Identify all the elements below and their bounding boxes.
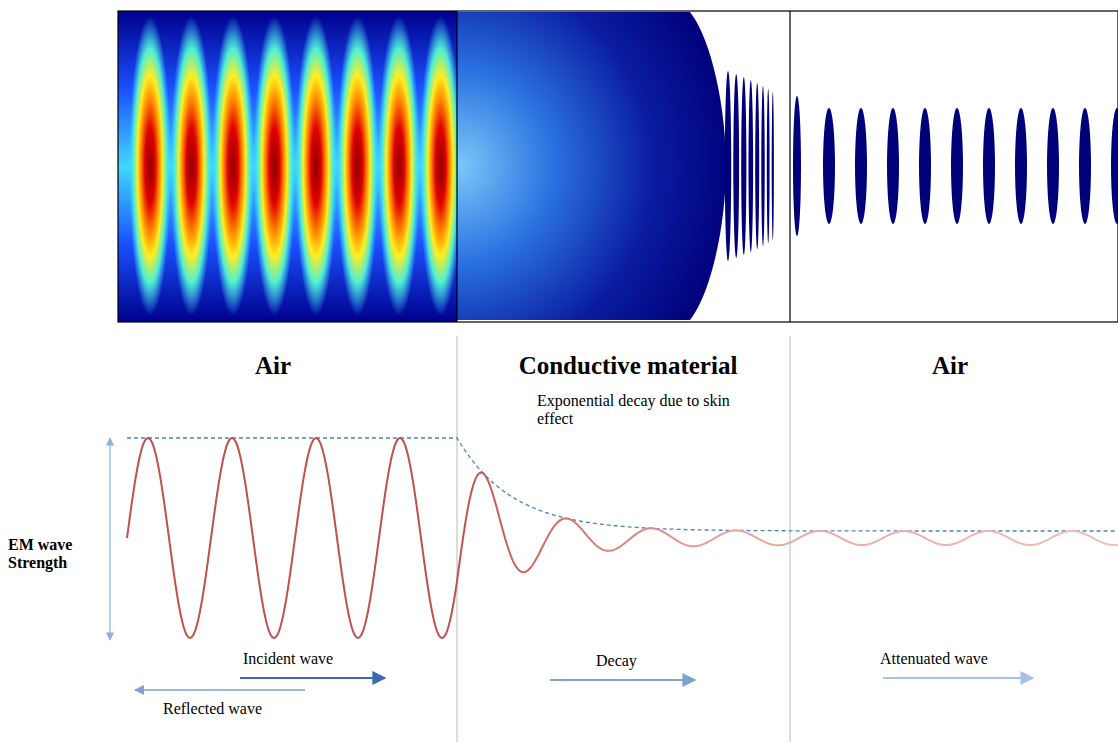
region-divider xyxy=(790,336,791,742)
region-label: Air xyxy=(890,352,1010,381)
wave-label: Incident wave xyxy=(243,650,383,668)
field-stripe xyxy=(1015,108,1027,224)
field-stripe xyxy=(1047,108,1059,224)
attenuated-field xyxy=(793,96,1118,236)
wave-label: Decay xyxy=(596,652,676,670)
standing-wave-stripes xyxy=(129,16,457,316)
field-stripe xyxy=(855,108,867,224)
field-stripe xyxy=(793,96,801,236)
field-stripe xyxy=(823,108,835,224)
image-divider xyxy=(456,11,457,322)
field-stripe xyxy=(919,108,931,224)
axis-label: EM wave Strength xyxy=(8,536,98,573)
field-stripe xyxy=(337,16,379,316)
region-label: Conductive material xyxy=(468,352,788,381)
field-stripe xyxy=(171,16,213,316)
em-wave xyxy=(127,438,1118,638)
field-stripe xyxy=(129,16,171,316)
decay-envelope xyxy=(127,438,1117,531)
incident-arrow xyxy=(240,677,385,679)
ripple xyxy=(749,80,754,252)
field-stripe xyxy=(951,108,963,224)
field-stripe xyxy=(254,16,296,316)
field-stripe xyxy=(420,16,458,316)
standing-wave-field xyxy=(118,11,457,322)
envelope-note: Exponential decay due to skin effect xyxy=(537,392,762,429)
attenuated-arrow xyxy=(883,677,1033,679)
reflected-arrow xyxy=(135,689,305,691)
decaying-field xyxy=(457,12,726,320)
strength-axis xyxy=(109,438,110,640)
field-stripe xyxy=(1111,108,1118,224)
ripple xyxy=(741,77,746,255)
decay-arrow xyxy=(550,679,695,681)
ripple xyxy=(733,74,739,258)
field-stripe xyxy=(378,16,420,316)
wave-label: Attenuated wave xyxy=(880,650,1050,668)
image-divider xyxy=(789,11,790,322)
field-stripe xyxy=(983,108,995,224)
wave-label: Reflected wave xyxy=(163,700,323,718)
decay-ripples xyxy=(725,71,774,261)
field-stripe xyxy=(212,16,254,316)
ripple xyxy=(767,89,770,243)
ripple xyxy=(772,92,774,240)
ripple xyxy=(761,86,764,246)
image-frame xyxy=(118,11,1118,322)
region-label: Air xyxy=(213,352,333,381)
region-divider xyxy=(457,336,458,742)
field-stripe xyxy=(295,16,337,316)
field-stripe xyxy=(1079,108,1091,224)
field-stripe xyxy=(887,108,899,224)
ripple xyxy=(755,83,759,249)
ripple xyxy=(725,71,731,261)
